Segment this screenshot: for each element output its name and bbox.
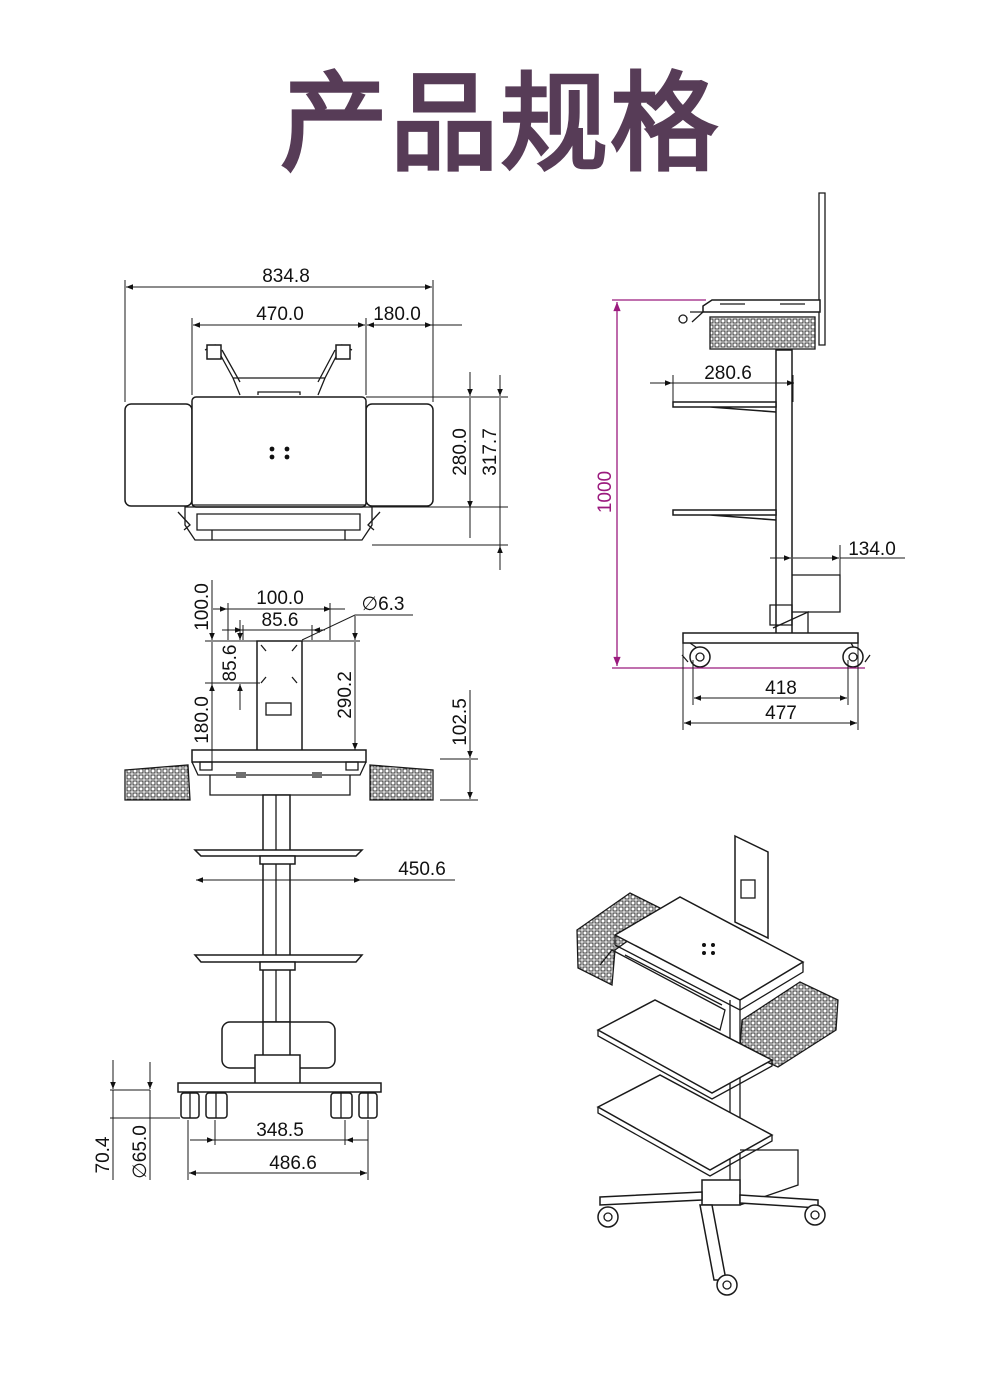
dim-base-height: 70.4 bbox=[93, 1136, 114, 1173]
dim-mast-height: 290.2 bbox=[335, 671, 356, 719]
dim-shelf-width: 450.6 bbox=[398, 859, 446, 880]
dim-basket-height: 102.5 bbox=[450, 698, 471, 746]
top-plate bbox=[191, 396, 367, 508]
dim-vesa-inner: 85.6 bbox=[262, 610, 299, 631]
right-basket bbox=[365, 403, 434, 507]
iso-wheels bbox=[597, 1204, 826, 1296]
mount-holes bbox=[269, 446, 290, 460]
dim-shelf-depth: 280.6 bbox=[704, 363, 752, 384]
dim-overall-width: 834.8 bbox=[262, 266, 310, 287]
side-wheel bbox=[689, 646, 711, 668]
front-view-drawing bbox=[124, 640, 434, 1119]
dim-total-height: 1000 bbox=[595, 471, 616, 513]
dim-base-depth: 477 bbox=[765, 703, 797, 724]
dim-wheel-span: 418 bbox=[765, 678, 797, 699]
dim-base-width: 486.6 bbox=[269, 1153, 317, 1174]
dim-vesa-outer: 100.0 bbox=[256, 588, 304, 609]
dim-overall-depth: 317.7 bbox=[480, 428, 501, 476]
isometric-view bbox=[576, 834, 839, 1296]
dim-wheel-inner-span: 348.5 bbox=[256, 1120, 304, 1141]
side-wheel bbox=[842, 646, 864, 668]
iso-shelf-1 bbox=[596, 999, 774, 1094]
front-view: 100.0 85.6 ∅6.3 100.0 85.6 180.0 290.2 1… bbox=[93, 580, 478, 1180]
side-view: 280.6 1000 134.0 418 477 bbox=[595, 192, 905, 730]
left-basket bbox=[124, 403, 193, 507]
dim-vesa-bottom-offset: 180.0 bbox=[192, 696, 213, 744]
vesa-plate bbox=[256, 640, 303, 752]
side-view-drawing bbox=[672, 192, 871, 668]
dim-hole-diameter: ∅6.3 bbox=[362, 594, 405, 615]
front-wheels bbox=[180, 1092, 378, 1119]
dim-vesa-vertical: 85.6 bbox=[220, 645, 241, 682]
front-base bbox=[177, 1082, 382, 1093]
page-title: 产品规格 bbox=[279, 62, 720, 187]
dim-basket-width: 180.0 bbox=[373, 304, 421, 325]
dim-holder-width: 134.0 bbox=[848, 539, 896, 560]
front-top-plate bbox=[191, 749, 367, 763]
dim-plate-width: 470.0 bbox=[256, 304, 304, 325]
side-base bbox=[682, 632, 859, 644]
iso-mast-plate bbox=[734, 834, 769, 940]
dim-wheel-diameter: ∅65.0 bbox=[130, 1125, 151, 1179]
side-pole bbox=[775, 349, 793, 636]
top-view-drawing bbox=[124, 344, 434, 541]
top-view: 834.8 470.0 180.0 280.0 317.7 bbox=[124, 266, 508, 570]
dim-plate-depth: 280.0 bbox=[450, 428, 471, 476]
dim-vesa-top-offset: 100.0 bbox=[192, 583, 213, 631]
